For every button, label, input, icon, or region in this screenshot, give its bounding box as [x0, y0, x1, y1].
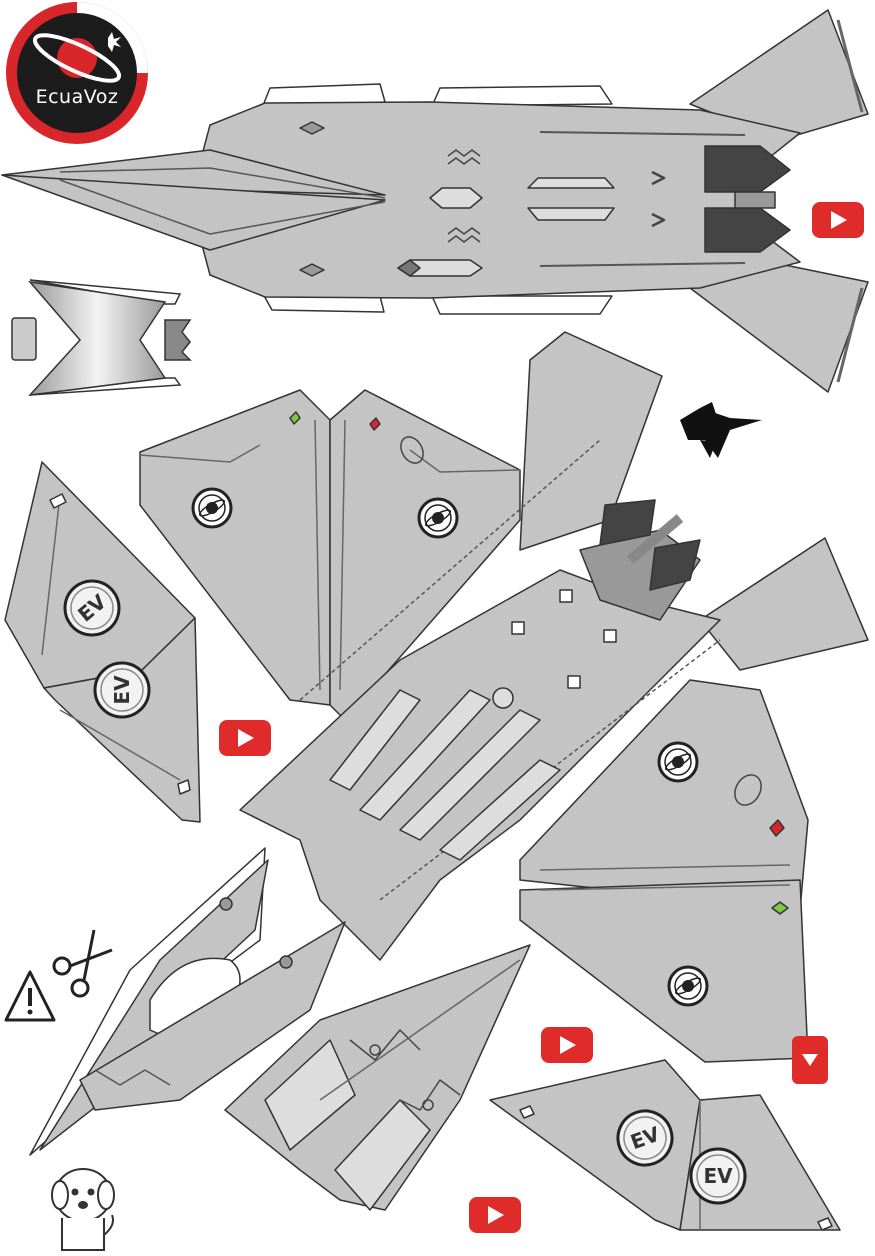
ev-insignia: EV: [689, 1147, 747, 1205]
scissors-icon: [52, 929, 113, 998]
fuselage-top-part: [1, 9, 869, 393]
canopy-part: [224, 944, 531, 1211]
ev-label: EV: [110, 675, 134, 705]
youtube-icon[interactable]: [469, 1197, 521, 1233]
side-panel-left: [4, 461, 201, 823]
ev-insignia: EV: [52, 568, 132, 648]
brand-name: EcuaVoz: [35, 86, 119, 108]
fuselage-bottom-part: [239, 331, 869, 961]
orbit-emblem-icon: [657, 741, 699, 783]
ev-insignia: EV: [608, 1101, 682, 1175]
dog-mascot-icon: [51, 1168, 115, 1251]
orbit-emblem-icon: [191, 487, 233, 529]
jet-silhouette-icon: [680, 402, 762, 458]
intake-part: [11, 279, 192, 396]
orbit-emblem-icon: [667, 965, 709, 1007]
orbit-emblem-icon: [32, 33, 122, 83]
cockpit-part: [29, 847, 346, 1156]
left-wing-part: [139, 389, 521, 721]
youtube-icon[interactable]: [541, 1027, 593, 1063]
ev-insignia: EV: [93, 661, 151, 719]
download-arrow-icon[interactable]: [792, 1036, 828, 1084]
ecuavoz-logo: [6, 2, 148, 144]
youtube-icon[interactable]: [812, 202, 864, 238]
warning-icon: [4, 970, 56, 1022]
right-wing-part: [519, 679, 809, 1063]
orbit-emblem-icon: [417, 497, 459, 539]
ev-label: EV: [703, 1164, 733, 1188]
youtube-icon[interactable]: [219, 720, 271, 756]
